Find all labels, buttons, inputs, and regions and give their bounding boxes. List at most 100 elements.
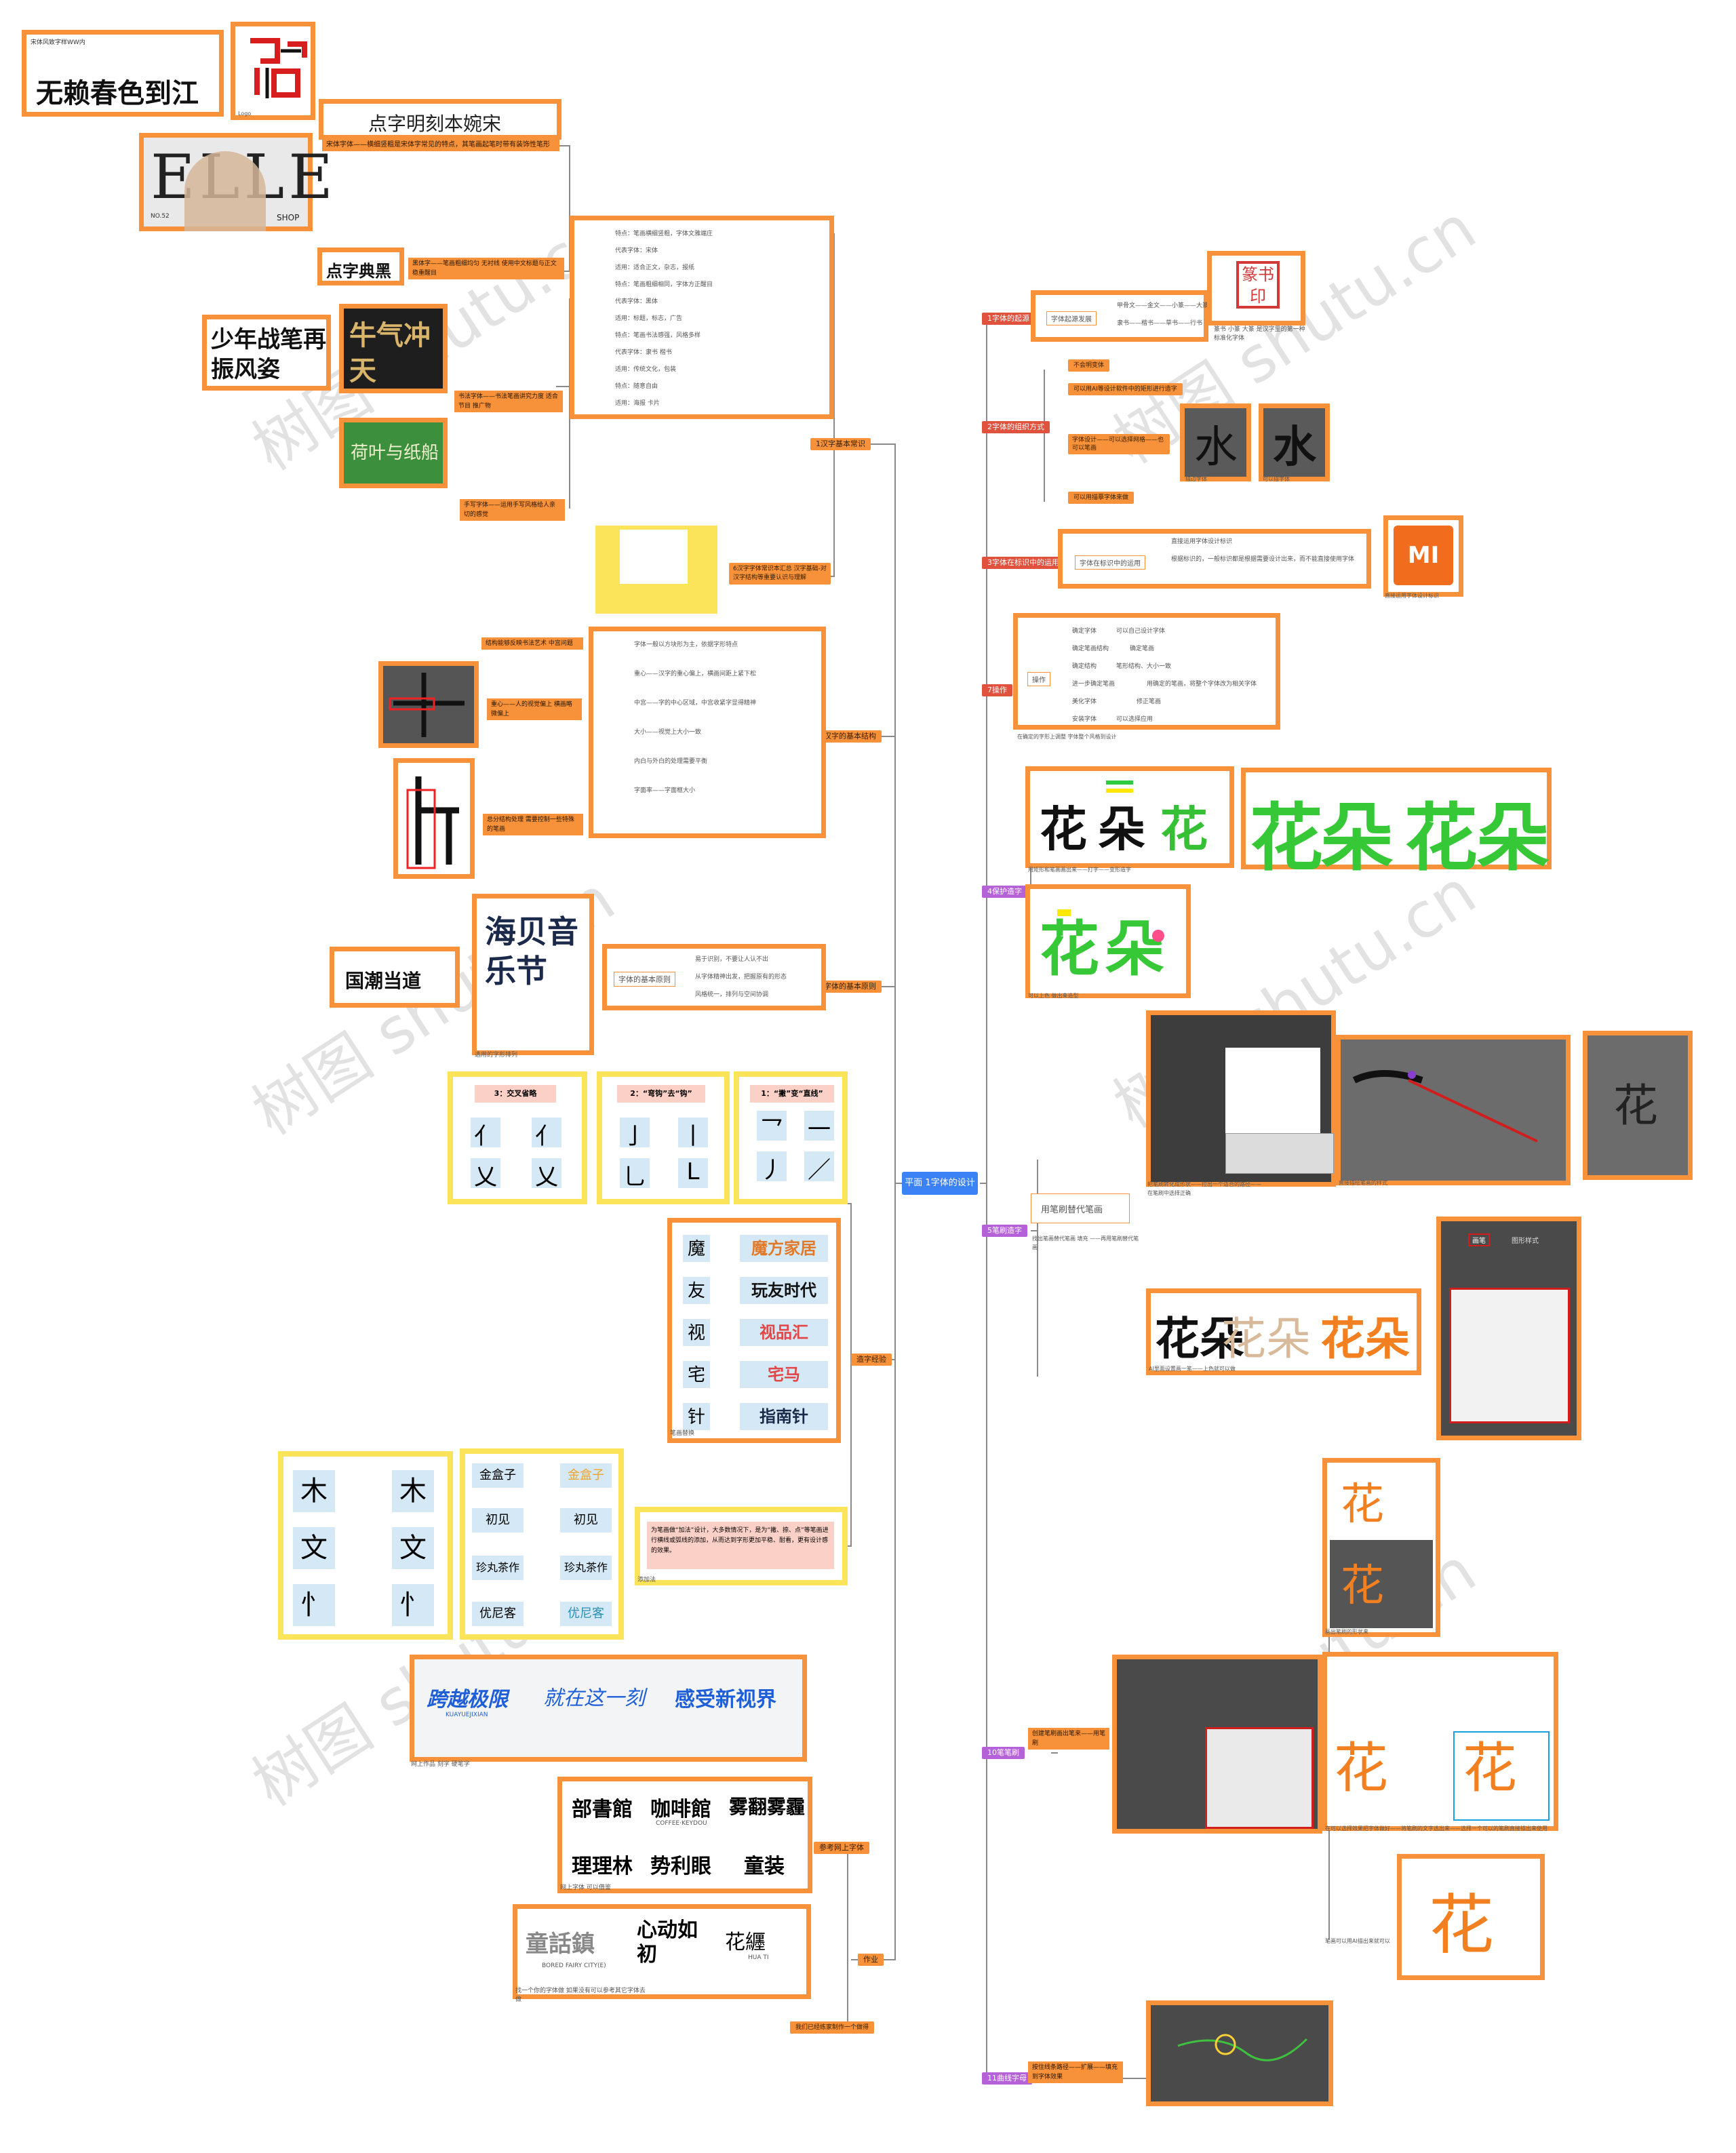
yellow-note[interactable] xyxy=(595,526,717,614)
logo-card[interactable]: Logo xyxy=(231,22,315,120)
flower-accent xyxy=(1106,789,1133,793)
seal-card[interactable]: 篆书印 xyxy=(1207,251,1305,325)
curve-screen[interactable] xyxy=(1146,2000,1333,2106)
songti-sample: 点字明刻本婉宋 xyxy=(368,113,502,135)
origin-card[interactable]: 字体起源发展 甲骨文——金文——小篆——大篆 隶书——楷书——草书——行书 xyxy=(1031,290,1208,342)
branch-label[interactable]: 2字体的组织方式 xyxy=(982,421,1050,433)
brush-screen-3[interactable]: 花 xyxy=(1583,1031,1693,1180)
stroke-panel[interactable]: 1：“撇”变“直线” 乛 一 丿 ／ xyxy=(734,1071,848,1204)
brush-screen-1[interactable] xyxy=(1146,1010,1336,1187)
title-card[interactable]: 宋体风致字样WW内 无赖春色到江 xyxy=(22,30,224,117)
branch-label[interactable]: 3字体在标识中的运用 xyxy=(982,557,1065,569)
branch-label[interactable]: 5笔刷造字 xyxy=(982,1225,1027,1237)
branch-label[interactable]: 10笔笔刷 xyxy=(982,1747,1025,1759)
structure-table[interactable]: 字体一般以方块形为主，依据字形特点 重心——汉字的重心偏上，横画间距上紧下松 中… xyxy=(589,627,826,838)
brush10-screen-1[interactable]: 花 花 xyxy=(1322,1458,1440,1637)
elle-portrait xyxy=(184,151,266,231)
brush-char: 花 xyxy=(1613,1080,1658,1132)
branch-label[interactable]: 作业 xyxy=(858,1954,884,1966)
water-card-2[interactable]: 水 xyxy=(1259,403,1330,481)
logo-usage-note: 根据标识的，一般标识都是根据需要设计出来，而不能直接使用字体 xyxy=(1171,556,1355,563)
brush10-dark xyxy=(1330,1540,1433,1628)
branch-label[interactable]: 4字体的基本原则 xyxy=(814,981,882,993)
flower-char-1: 花 xyxy=(1040,802,1087,857)
songti-card[interactable]: 点字明刻本婉宋 xyxy=(319,99,561,140)
structure-list: 字体一般以方块形为主，依据字形特点 重心——汉字的重心偏上，横画间距上紧下松 中… xyxy=(634,641,817,795)
brush10-screen-2[interactable] xyxy=(1112,1655,1322,1834)
flower-caption-2: 可以上色 做出来造型 xyxy=(1028,993,1079,999)
ops-card[interactable]: 操作 确定字体 确定笔画结构 确定结构 进一步确定笔画 美化字体 安装字体 可以… xyxy=(1013,613,1280,730)
accent-chars-card[interactable]: 木 木 文 文 忄 忄 xyxy=(278,1451,453,1640)
homework-card[interactable]: 童話鎮 BORED FAIRY CITY(E) 心动如初 花纒 HUA TI xyxy=(513,1904,811,1999)
branch-label[interactable]: 我们已经练家制作一个做得 xyxy=(790,2021,875,2034)
structure-row: 字体一般以方块形为主，依据字形特点 xyxy=(634,641,738,648)
brush-panel[interactable]: 画笔 图形样式 xyxy=(1436,1217,1581,1440)
center-node[interactable]: 平面 1字体的设计 xyxy=(902,1172,978,1195)
branch-label[interactable]: 1字体的起源 xyxy=(982,313,1035,325)
water-card-1[interactable]: 水 xyxy=(1180,403,1251,481)
calligraphy-card-2[interactable]: 牛气冲天 xyxy=(339,304,448,393)
seal-caption: 篆书 小篆 大篆 是汉字里的第一种标准化字体 xyxy=(1214,326,1305,342)
branch-label[interactable]: 参考网上字体 xyxy=(814,1842,869,1854)
replace-card[interactable]: 魔 魔方家居 友 玩友时代 视 视品汇 宅 宅马 针 指南针 xyxy=(667,1218,841,1443)
branch-label[interactable]: 6汉字字体常识本汇总 汉字基础-对汉字结构等重要认识与理解 xyxy=(729,563,831,585)
flower-card-3[interactable]: 花 朵 xyxy=(1025,884,1191,998)
brush-tab[interactable]: 画笔 xyxy=(1468,1233,1490,1246)
brush-left-box[interactable]: 用笔刷替代笔画 xyxy=(1031,1193,1130,1223)
banner-card[interactable]: 跨越极限 KUAYUEJIXIAN 就在这一刻 感受新视界 xyxy=(410,1655,807,1762)
notes-table[interactable]: 特点：笔画横细竖粗，字体文雅端庄 代表字体：宋体 适用：适合正文，杂志，报纸 特… xyxy=(570,216,834,419)
notes-row: 代表字体：宋体 xyxy=(615,248,658,254)
brush-screen-2[interactable] xyxy=(1336,1035,1571,1185)
branch-label[interactable]: 11曲线字母 xyxy=(982,2072,1032,2085)
branch-label[interactable]: 造字经验 xyxy=(851,1354,892,1366)
stroke-panel[interactable]: 2：“弯钩”去“钩” 亅 丨 乚 L xyxy=(597,1071,730,1204)
replace-word: 玩友时代 xyxy=(740,1277,828,1304)
guochao-card[interactable]: 国潮当道 xyxy=(330,947,460,1008)
principle-note: 易于识别，不要让人认不出 xyxy=(695,956,769,963)
ops-item: 安装字体 xyxy=(1072,716,1097,723)
notes-row: 代表字体：隶书 楷书 xyxy=(615,349,672,356)
flower-card-1[interactable]: 花 朵 花 xyxy=(1025,766,1234,868)
brush-stroke-icon xyxy=(1352,1070,1538,1143)
org-item: 可以用描摹字体来做 xyxy=(1068,492,1135,504)
ops-detail: 用确定的笔画，将整个字体改为相关字体 xyxy=(1147,681,1257,688)
calligraphy-desc: 书法字体——书法笔画讲究力度 适合节目 推广物 xyxy=(454,391,563,412)
calligraphy-card-3[interactable]: 荷叶与纸船 xyxy=(339,418,448,488)
stroke-panel[interactable]: 3：交叉省略 亻 亻 乂 乂 xyxy=(448,1071,587,1204)
principle-card[interactable]: 字体的基本原则 易于识别，不要让人认不出 从字体精神出发，把握原有的形态 风格统… xyxy=(602,944,826,1010)
branch-label[interactable]: 4保护造字 xyxy=(982,886,1027,898)
stroke-cell: 亅 xyxy=(620,1118,650,1150)
brush10-screen-3[interactable]: 花 花 xyxy=(1322,1652,1558,1831)
haibei-card[interactable]: 海贝音乐节 xyxy=(472,894,594,1055)
ref-fonts-card[interactable]: 部書館 咖啡館 COFFEE·KEYDOU 雾翻雾霾 理理林 势利眼 童装 xyxy=(557,1777,812,1893)
structure-image-2[interactable] xyxy=(393,758,475,879)
brush-tab[interactable]: 图形样式 xyxy=(1512,1238,1539,1245)
pian-char-icon xyxy=(406,776,459,869)
heiti-card[interactable]: 点字典黑 xyxy=(317,248,404,285)
accent-char: 忄 xyxy=(293,1584,335,1626)
stroke-cell: 乂 xyxy=(471,1158,500,1191)
accent-words-card[interactable]: 金盒子 金盒子 初见 初见 珍丸茶作 珍丸茶作 优尼客 优尼客 xyxy=(460,1448,624,1640)
structure-row: 字面率——字面框大小 xyxy=(634,787,696,794)
replace-char: 友 xyxy=(683,1277,710,1304)
brush10-screen-4[interactable]: 花 xyxy=(1397,1854,1545,1980)
mi-card[interactable]: MI xyxy=(1383,515,1463,597)
structure-image-1[interactable] xyxy=(378,661,479,748)
heiti-desc: 黑体字——笔画粗细均匀 无衬线 使用中文标题与正文 稳重醒目 xyxy=(408,258,564,279)
logo-usage-card[interactable]: 字体在标识中的运用 直接运用字体设计标识 根据标识的，一般标识都是根据需要设计出… xyxy=(1058,529,1371,589)
brush10-flower-small: 花 xyxy=(1429,1887,1494,1963)
structure-caption-1: 结构能够反映书法艺术 中宫问题 xyxy=(481,637,583,650)
ops-detail: 笔形结构、大小一致 xyxy=(1116,663,1172,670)
brush-flower-card[interactable]: 花朵 花朵 花朵 xyxy=(1146,1288,1421,1375)
accent-char: 忄 xyxy=(392,1584,434,1626)
accent-word-left: 金盒子 xyxy=(472,1463,524,1488)
accent-note-card[interactable]: 为笔画做“加法”设计，大多数情况下，是为“撇、捺、点”等笔画进行横线或弧线的添加… xyxy=(635,1507,848,1585)
branch-label[interactable]: 7操作 xyxy=(982,684,1012,696)
flower-card-2[interactable]: 花 朵 花 朵 xyxy=(1241,768,1552,881)
brush10-char: 花 xyxy=(1341,1561,1384,1611)
branch-label[interactable]: 3汉字的基本结构 xyxy=(814,730,882,743)
org-item: 不会明变体 xyxy=(1068,359,1110,372)
branch-label[interactable]: 1汉字基本常识 xyxy=(810,438,871,450)
elle-card[interactable]: ELLE NO.52 SHOP xyxy=(139,133,333,231)
calligraphy-card-1[interactable]: 少年战笔再振风姿 xyxy=(202,315,331,391)
